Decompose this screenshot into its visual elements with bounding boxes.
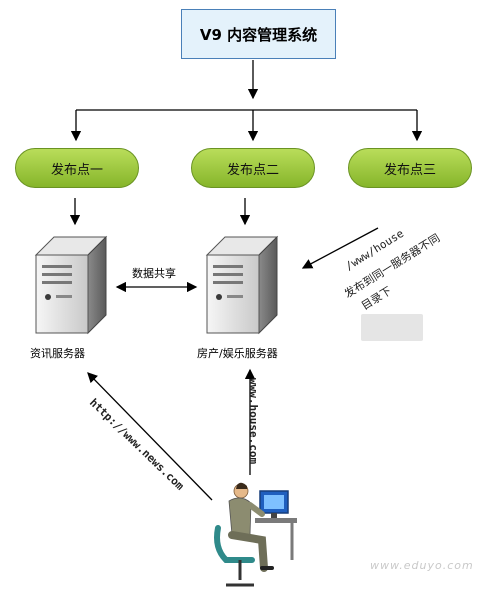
news-server-label: 资讯服务器 <box>30 347 85 360</box>
system-title: V9 内容管理系统 <box>181 9 336 59</box>
news-server-icon <box>34 235 108 335</box>
user-at-computer-icon <box>214 482 297 587</box>
house-server-icon <box>205 235 279 335</box>
publish-arrows <box>69 198 379 269</box>
publish-point-2: 发布点二 <box>191 148 315 188</box>
publish-point-1: 发布点一 <box>15 148 139 188</box>
user-access-arrows <box>87 368 256 501</box>
placeholder-box <box>361 314 423 341</box>
house-server-label: 房产/娱乐服务器 <box>197 347 278 360</box>
watermark: www.eduyo.com <box>370 559 474 572</box>
house-url-label: www.house.com <box>247 378 260 465</box>
title-connector <box>70 60 423 142</box>
data-sharing-label: 数据共享 <box>132 267 176 280</box>
publish-point-3: 发布点三 <box>348 148 472 188</box>
